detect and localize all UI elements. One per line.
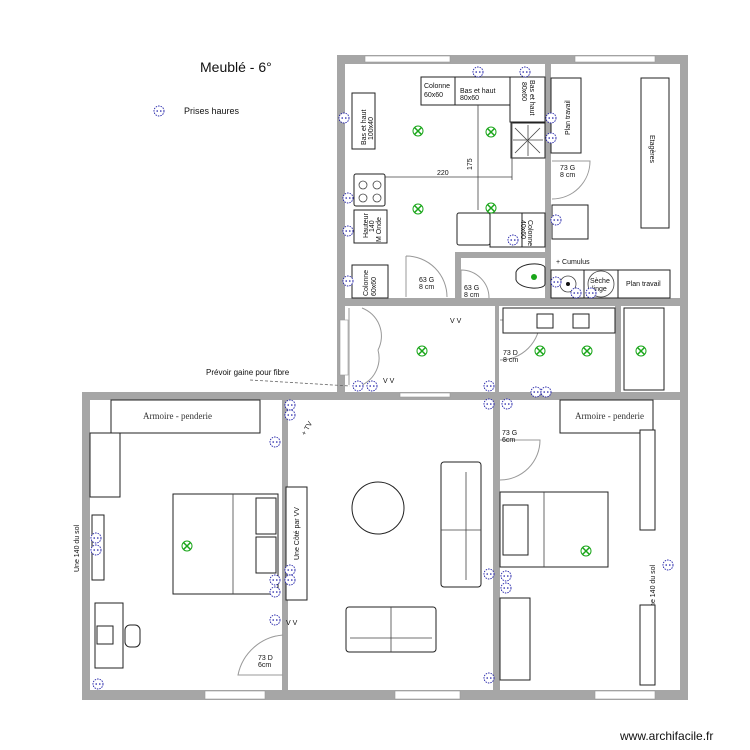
svg-text:Plan travail: Plan travail <box>626 281 661 288</box>
svg-text:Armoire - penderie: Armoire - penderie <box>143 411 212 421</box>
svg-text:140: 140 <box>369 220 376 232</box>
svg-text:73 D: 73 D <box>258 655 273 662</box>
bedroom-right: Armoire - penderie 73 G 6cm Une 140 du s… <box>499 399 657 686</box>
svg-text:63 G: 63 G <box>419 277 434 284</box>
plan-title: Meublé - 6° <box>200 59 272 75</box>
svg-text:60x60: 60x60 <box>424 92 443 99</box>
svg-text:V V: V V <box>450 318 462 325</box>
svg-text:Bas et haut: Bas et haut <box>460 88 495 95</box>
svg-text:+ Cumulus: + Cumulus <box>556 259 590 266</box>
outlets <box>90 66 674 690</box>
svg-text:V V: V V <box>286 620 298 627</box>
svg-text:40x60: 40x60 <box>519 220 526 239</box>
svg-text:Etagères: Etagères <box>648 135 655 164</box>
svg-text:Colonne: Colonne <box>526 220 533 246</box>
svg-text:8 cm: 8 cm <box>560 172 575 179</box>
svg-text:220: 220 <box>437 170 449 177</box>
laundry: Plan travail Etagères 73 G 8 cm + Cumulu… <box>550 77 671 299</box>
svg-text:63 G: 63 G <box>464 285 479 292</box>
svg-text:linge: linge <box>592 286 607 293</box>
svg-text:Colonne: Colonne <box>363 270 370 296</box>
svg-text:73 D: 73 D <box>503 350 518 357</box>
svg-text:Plan travail: Plan travail <box>565 100 572 135</box>
svg-text:8 cm: 8 cm <box>503 357 518 364</box>
svg-text:6cm: 6cm <box>502 437 515 444</box>
legend-label: Prises haures <box>184 106 240 116</box>
footer-link[interactable]: www.archifacile.fr <box>619 729 713 743</box>
svg-text:Bas et haut: Bas et haut <box>528 80 535 115</box>
svg-text:Prévoir gaine pour fibre: Prévoir gaine pour fibre <box>206 368 290 377</box>
svg-text:6cm: 6cm <box>258 662 271 669</box>
svg-text:Bas et haut: Bas et haut <box>361 110 368 145</box>
svg-text:175: 175 <box>467 158 474 170</box>
windows <box>204 55 656 700</box>
bedroom-left: Armoire - penderie Une 140 du sol 73 D 6… <box>74 399 284 676</box>
svg-text:73 G: 73 G <box>502 430 517 437</box>
walls <box>82 55 688 700</box>
svg-text:80x60: 80x60 <box>460 95 479 102</box>
svg-text:Une Côté par VV: Une Côté par VV <box>294 507 301 560</box>
svg-text:Colonne: Colonne <box>424 83 450 90</box>
svg-text:Hauteur: Hauteur <box>363 212 370 238</box>
svg-text:8 cm: 8 cm <box>464 292 479 299</box>
svg-text:+ TV: + TV <box>301 420 315 437</box>
svg-text:8 cm: 8 cm <box>419 284 434 291</box>
kitchen: Colonne 60x60 Bas et haut 80x60 Bas et h… <box>351 76 546 299</box>
hall: Prévoir gaine pour fibre 73 D 8 cm V V V… <box>206 307 665 391</box>
svg-text:Armoire - penderie: Armoire - penderie <box>575 411 644 421</box>
svg-text:80x60: 80x60 <box>520 82 527 101</box>
outlet-icon <box>153 105 165 117</box>
svg-text:Une 140 du sol: Une 140 du sol <box>74 524 81 572</box>
svg-text:Sèche: Sèche <box>590 278 610 285</box>
svg-text:100x40: 100x40 <box>368 117 375 140</box>
svg-text:60x60: 60x60 <box>371 277 378 296</box>
svg-text:73 G: 73 G <box>560 165 575 172</box>
bathroom: 63 G 8 cm <box>460 263 546 299</box>
living-room: + TV Une Côté par VV V V <box>285 420 482 653</box>
svg-text:V V: V V <box>383 378 395 385</box>
svg-text:Une 140 du sol: Une 140 du sol <box>650 564 657 612</box>
svg-text:M Onde: M Onde <box>376 217 383 242</box>
